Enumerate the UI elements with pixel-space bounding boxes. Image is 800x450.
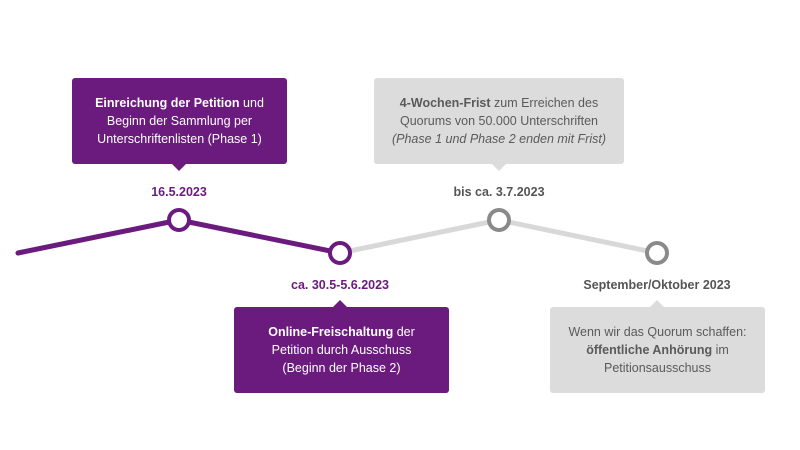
milestone-1-box-pointer <box>172 164 186 171</box>
milestone-3-box-line3: (Phase 1 und Phase 2 enden mit Frist) <box>391 132 606 146</box>
milestone-4-box-line1: Wenn wir das Quorum schaffen: <box>568 325 747 339</box>
milestone-2-box-line3: (Beginn der Phase 2) <box>282 361 401 375</box>
timeline-segment-start <box>15 217 182 256</box>
milestone-3-box-pointer <box>492 164 506 171</box>
milestone-1-box-rest: und <box>239 96 264 110</box>
milestone-node-2 <box>328 241 352 265</box>
milestone-2-box-line2: Petition durch Ausschuss <box>271 343 412 357</box>
milestone-1-box-bold: Einreichung der Petition <box>95 96 240 110</box>
milestone-node-4 <box>645 241 669 265</box>
milestone-1-date: 16.5.2023 <box>151 185 207 199</box>
milestone-2-date: ca. 30.5-5.6.2023 <box>291 278 389 292</box>
milestone-4-box-line3: Petitionsausschuss <box>603 361 711 375</box>
milestone-3-date: bis ca. 3.7.2023 <box>453 185 545 199</box>
milestone-2-box-bold: Online-Freischaltung <box>268 325 394 339</box>
milestone-4-box-rest: im <box>712 343 729 357</box>
milestone-2-box-rest: der <box>393 325 415 339</box>
milestone-node-3 <box>487 208 511 232</box>
milestone-4-date: September/Oktober 2023 <box>583 278 731 292</box>
milestone-3-box: 4-Wochen-Frist zum Erreichen des Quorums… <box>374 78 624 164</box>
milestone-1-box: Einreichung der Petition und Beginn der … <box>72 78 287 164</box>
milestone-3-box-rest: zum Erreichen des <box>490 96 599 110</box>
milestone-4-box-bold: öffentliche Anhörung <box>586 343 713 357</box>
timeline-segment-2 <box>337 217 502 256</box>
milestone-3-box-line2: Quorums von 50.000 Unterschriften <box>399 114 599 128</box>
timeline-segment-3 <box>496 217 660 256</box>
milestone-2-box-pointer <box>333 300 347 307</box>
milestone-node-1 <box>167 208 191 232</box>
milestone-4-box: Wenn wir das Quorum schaffen: öffentlich… <box>550 307 765 393</box>
milestone-3-box-bold: 4-Wochen-Frist <box>399 96 491 110</box>
milestone-2-box: Online-Freischaltung der Petition durch … <box>234 307 449 393</box>
milestone-4-box-pointer <box>650 300 664 307</box>
timeline-segment-1 <box>176 217 343 256</box>
milestone-1-box-line2: Beginn der Sammlung per <box>106 114 253 128</box>
milestone-1-box-line3: Unterschriftenlisten (Phase 1) <box>97 132 262 146</box>
